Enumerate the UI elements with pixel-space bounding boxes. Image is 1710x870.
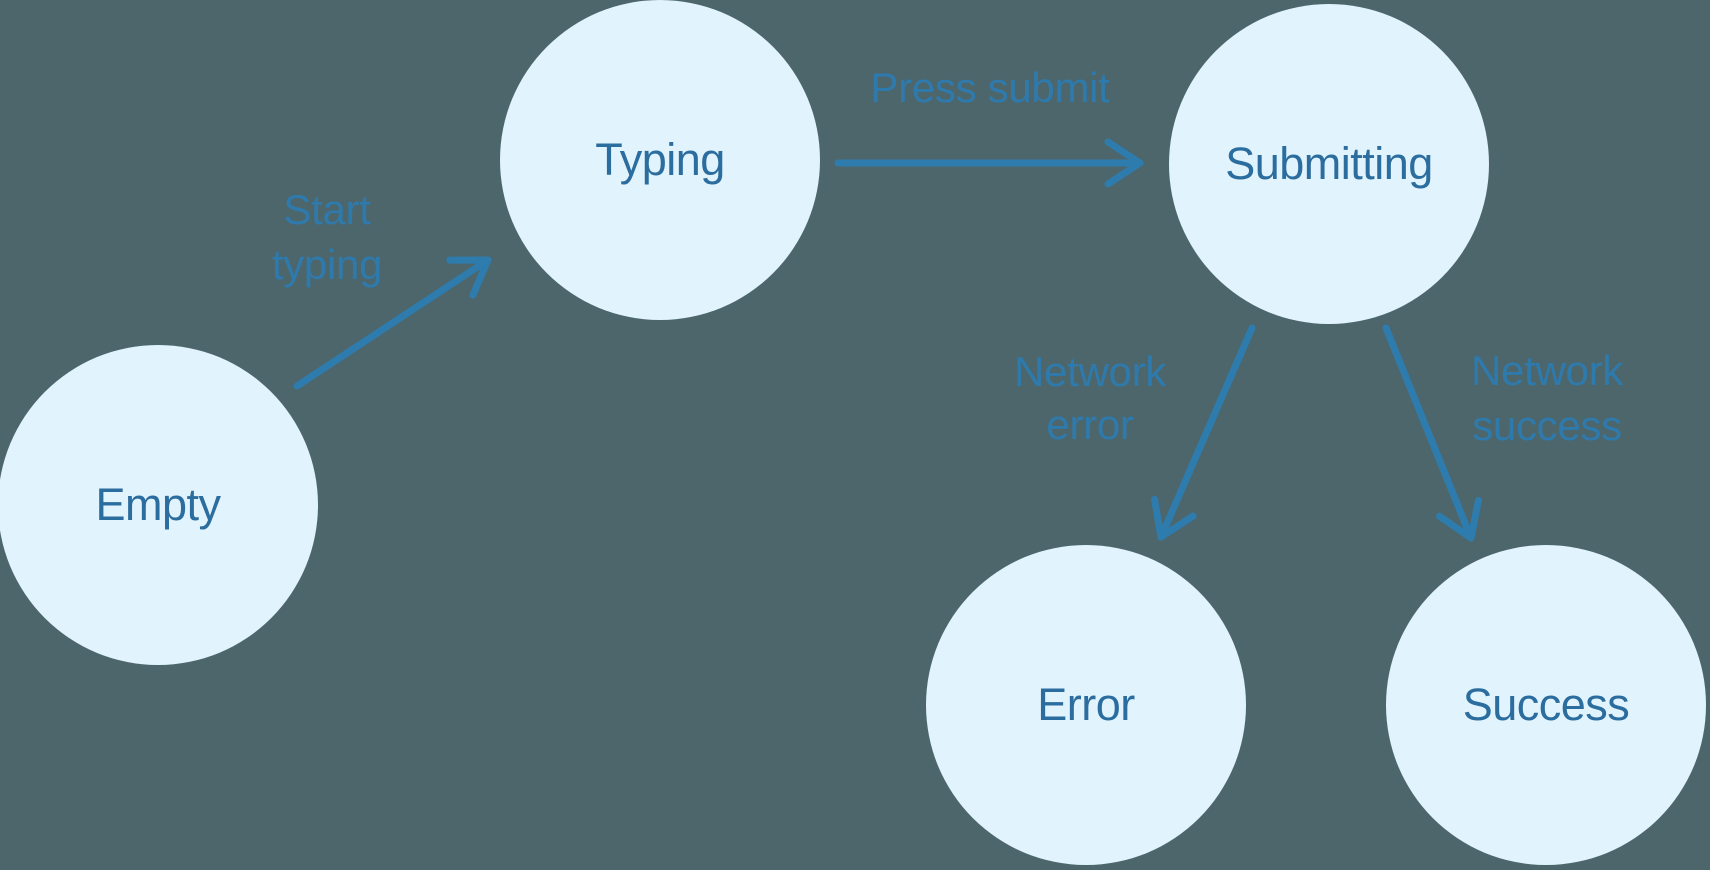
edge-label-network-error-line1: Network bbox=[1014, 348, 1167, 395]
edge-arrow-submitting-error bbox=[1151, 324, 1256, 541]
node-submitting-label: Submitting bbox=[1225, 138, 1433, 189]
node-error: Error bbox=[926, 545, 1246, 865]
edge-label-network-error-line2: error bbox=[1046, 401, 1133, 448]
edge-label-start-typing-line1: Start bbox=[283, 186, 371, 233]
edge-label-network-success-line2: success bbox=[1472, 402, 1622, 449]
edge-arrow-submitting-success bbox=[1382, 324, 1482, 542]
node-success-label: Success bbox=[1462, 679, 1630, 730]
node-typing-label: Typing bbox=[595, 134, 725, 185]
edge-arrow-empty-typing bbox=[293, 256, 492, 390]
node-typing: Typing bbox=[500, 0, 820, 320]
edge-label-network-success-line1: Network bbox=[1471, 347, 1624, 394]
edge-label-start-typing-line2: typing bbox=[272, 241, 382, 288]
node-empty-label: Empty bbox=[95, 479, 221, 530]
node-empty: Empty bbox=[0, 345, 318, 665]
node-submitting: Submitting bbox=[1169, 4, 1489, 324]
node-success: Success bbox=[1386, 545, 1706, 865]
edge-label-press-submit: Press submit bbox=[870, 64, 1110, 111]
node-error-label: Error bbox=[1037, 679, 1135, 730]
